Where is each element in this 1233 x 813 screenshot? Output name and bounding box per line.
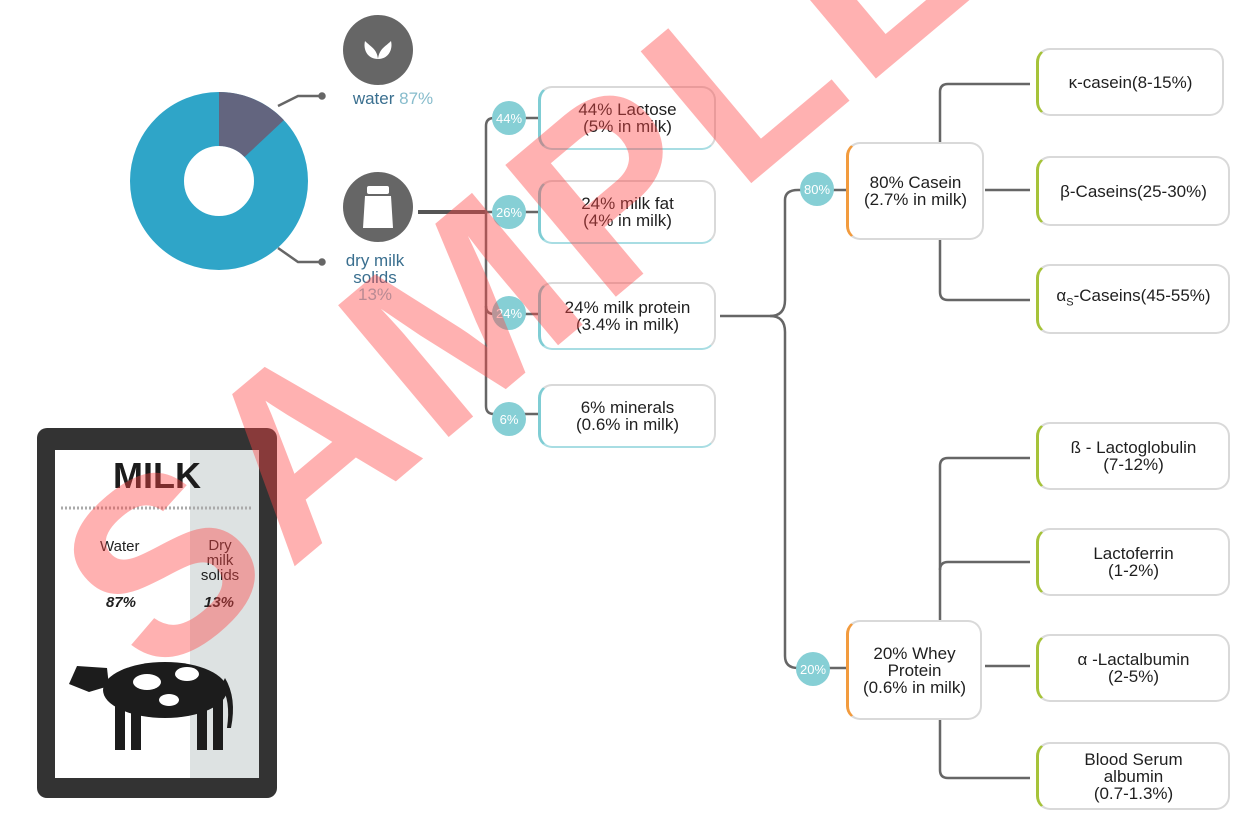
- lactose-pct-badge: 44%: [492, 101, 526, 135]
- lactoferrin-range: (1-2%): [1107, 561, 1159, 580]
- serum-albumin-box: Blood Serum albumin (0.7-1.3%): [1036, 742, 1230, 810]
- beta-lactoglobulin-box: ß - Lactoglobulin (7-12%): [1036, 422, 1230, 490]
- whey-label-2: Protein: [887, 660, 942, 680]
- milk-fat-box: 24% milk fat (4% in milk): [538, 180, 716, 244]
- serum-albumin-label-2: albumin: [1103, 766, 1164, 786]
- milk-fat-pct-badge: 26%: [492, 195, 526, 229]
- whey-box: 20% Whey Protein (0.6% in milk): [846, 620, 982, 720]
- casein-pct-badge: 80%: [800, 172, 834, 206]
- casein-label: 80% Casein: [869, 173, 962, 192]
- alpha-s-casein-label: αS-Caseins(45-55%): [1056, 285, 1211, 309]
- carton-solids-label-1: Dry: [208, 537, 232, 554]
- whey-pct-badge: 20%: [796, 652, 830, 686]
- milk-protein-pct-badge: 24%: [492, 296, 526, 330]
- kappa-casein-label: κ-casein(8-15%): [1068, 72, 1193, 92]
- milk-carton: [37, 428, 277, 798]
- lactoferrin-box: Lactoferrin (1-2%): [1036, 528, 1230, 596]
- casein-milk-pct: (2.7% in milk): [864, 190, 967, 209]
- legend-solids: dry milk solids 13%: [320, 252, 430, 303]
- carton-solids-label: Dry milk solids: [190, 538, 250, 583]
- minerals-box: 6% minerals (0.6% in milk): [538, 384, 716, 448]
- milk-fat-milk-pct: (4% in milk): [583, 211, 672, 230]
- whey-milk-pct: (0.6% in milk): [863, 677, 966, 697]
- legend-solids-label-2: solids: [353, 268, 397, 287]
- carton-solids-label-3: solids: [200, 567, 240, 584]
- lactose-label: 44% Lactose: [578, 100, 677, 119]
- kappa-casein-box: κ-casein(8-15%): [1036, 48, 1224, 116]
- minerals-label: 6% minerals: [580, 398, 675, 417]
- minerals-pct-badge: 6%: [492, 402, 526, 436]
- whey-label-1: 20% Whey: [873, 643, 956, 663]
- alpha-lactalbumin-box: α -Lactalbumin (2-5%): [1036, 634, 1230, 702]
- carton-solids-label-2: milk: [206, 552, 234, 569]
- donut-solids-segment: [130, 92, 308, 270]
- legend-solids-value: 13%: [357, 285, 393, 304]
- beta-lactoglobulin-label: ß - Lactoglobulin: [1070, 438, 1197, 457]
- water-drop-icon: [343, 15, 413, 85]
- casein-box: 80% Casein (2.7% in milk): [846, 142, 984, 240]
- lactose-milk-pct: (5% in milk): [583, 117, 672, 136]
- carton-title: MILK: [113, 455, 201, 496]
- beta-lactoglobulin-range: (7-12%): [1103, 455, 1164, 474]
- minerals-milk-pct: (0.6% in milk): [576, 415, 679, 434]
- legend-water-label: water: [352, 89, 395, 108]
- alpha-lactalbumin-label: α -Lactalbumin: [1077, 650, 1190, 669]
- beta-casein-label: β-Caseins(25-30%): [1060, 181, 1207, 201]
- milk-protein-milk-pct: (3.4% in milk): [576, 315, 679, 334]
- milk-protein-label: 24% milk protein: [564, 298, 691, 317]
- milk-fat-label: 24% milk fat: [581, 194, 674, 213]
- carton-water-label: Water: [100, 538, 140, 555]
- lactose-box: 44% Lactose (5% in milk): [538, 86, 716, 150]
- alpha-lactalbumin-range: (2-5%): [1107, 667, 1159, 686]
- serum-albumin-label-1: Blood Serum: [1084, 749, 1183, 769]
- cow-icon: [69, 662, 233, 750]
- legend-water: water 87%: [338, 90, 448, 107]
- serum-albumin-range: (0.7-1.3%): [1093, 783, 1174, 803]
- donut-chart: [130, 92, 308, 270]
- milk-protein-box: 24% milk protein (3.4% in milk): [538, 282, 716, 350]
- alpha-s-casein-box: αS-Caseins(45-55%): [1036, 264, 1230, 334]
- carton-water-value: 87%: [106, 594, 137, 611]
- legend-water-value: 87%: [399, 89, 434, 108]
- lactoferrin-label: Lactoferrin: [1093, 544, 1174, 563]
- beta-casein-box: β-Caseins(25-30%): [1036, 156, 1230, 226]
- carton-solids-value: 13%: [204, 594, 235, 611]
- milk-can-icon: [343, 172, 413, 242]
- legend-solids-label-1: dry milk: [345, 251, 405, 270]
